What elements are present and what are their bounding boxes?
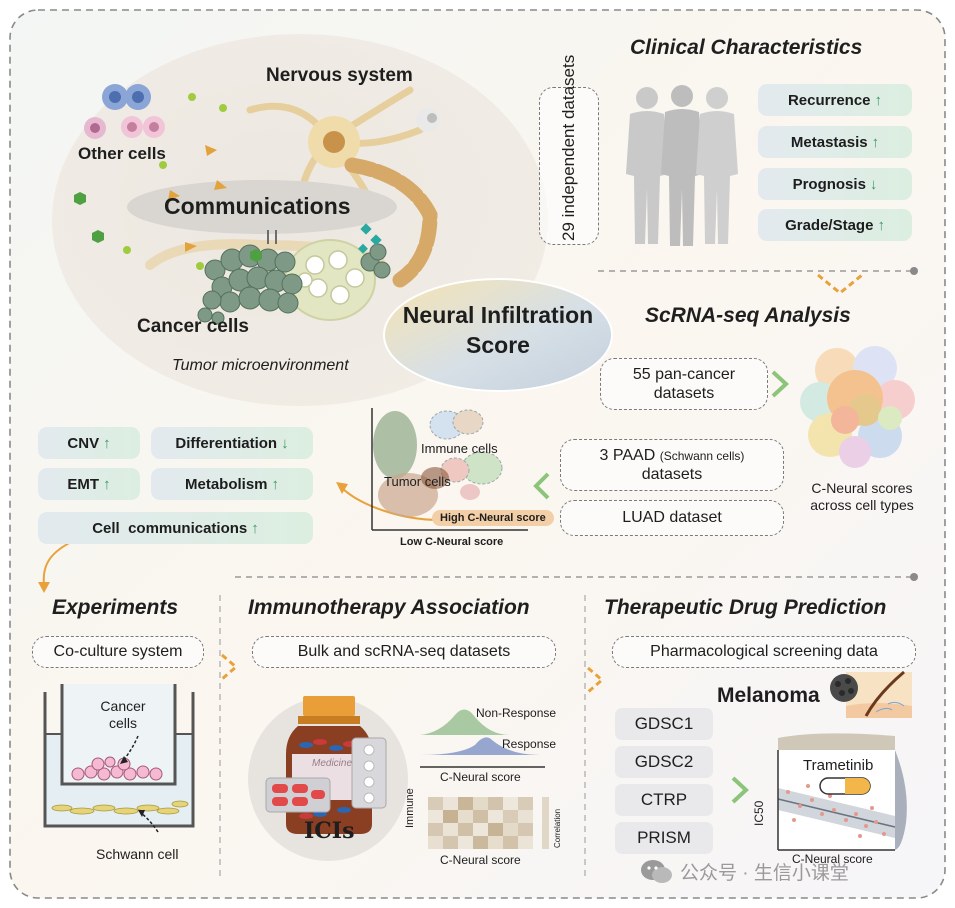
- schwann-cell-label: Schwann cell: [96, 846, 179, 862]
- human-figures-icon: [626, 85, 738, 246]
- drug-cneural-label: C-Neural score: [792, 852, 873, 866]
- watermark-text: 公众号 · 生信小课堂: [680, 863, 849, 884]
- medicine-label: Medicine: [312, 758, 353, 769]
- cell-type-bubbles-icon: [800, 346, 915, 468]
- up-arrow-icon: ↑: [103, 434, 111, 452]
- pharmacological-label: Pharmacological screening data: [650, 643, 878, 661]
- db-gdsc2: GDSC2: [615, 746, 713, 778]
- db-gdsc1: GDSC1: [615, 708, 713, 740]
- nonresponse-label: Non-Response: [476, 706, 557, 720]
- up-arrow-icon: ↑: [103, 475, 111, 493]
- up-arrow-icon: ↑: [871, 133, 880, 151]
- umap-plot: [371, 408, 528, 531]
- feature-label: Cell communications: [92, 519, 248, 537]
- paad-sub-label: (Schwann cells): [659, 448, 745, 463]
- immuno-title: Immunotherapy Association: [248, 596, 530, 619]
- transwell-icon: [43, 684, 195, 833]
- experiments-title: Experiments: [52, 596, 179, 619]
- other-cells-icon: [84, 84, 165, 139]
- db-ctrp: CTRP: [615, 784, 713, 816]
- cancer-cell-cluster-icon: [197, 243, 391, 325]
- neuron-icon: [246, 86, 440, 288]
- cneural-axis-label-2: C-Neural score: [440, 853, 521, 867]
- wechat-icon: [641, 860, 672, 883]
- icis-drug-icon: [248, 696, 408, 861]
- bulk-scrna-label: Bulk and scRNA-seq datasets: [297, 643, 511, 661]
- up-arrow-icon: ↑: [877, 216, 885, 234]
- experiment-cancer-cells-label: Cancer cells: [100, 698, 146, 731]
- cell-scores-label: C-Neural scores across cell types: [810, 480, 914, 513]
- communications-label: Communications: [164, 193, 351, 219]
- clinical-item-label: Grade/Stage: [785, 216, 874, 234]
- down-arrow-icon: ↓: [869, 175, 878, 193]
- nervous-system-label: Nervous system: [266, 65, 413, 86]
- up-arrow-icon: ↑: [251, 519, 259, 537]
- ic50-axis-label: IC50: [752, 800, 766, 826]
- melanoma-label: Melanoma: [717, 684, 820, 707]
- immune-axis-label: Immune: [404, 788, 416, 828]
- tumor-microenvironment-label: Tumor microenvironment: [172, 357, 349, 374]
- feature-label: Metabolism: [184, 475, 268, 493]
- clinical-item-label: Metastasis: [790, 133, 868, 151]
- cneural-axis-label-1: C-Neural score: [440, 770, 521, 784]
- immune-cells-label: Immune cells: [421, 441, 498, 456]
- correlation-heatmap: [428, 797, 549, 849]
- pharmacological-box: Pharmacological screening data: [612, 636, 916, 668]
- trametinib-label: Trametinib: [803, 757, 874, 774]
- scrna-title: ScRNA-seq Analysis: [645, 304, 851, 327]
- low-score-label: Low C-Neural score: [400, 536, 504, 548]
- correlation-legend-label: Correlation: [553, 808, 562, 848]
- bulk-scrna-box: Bulk and scRNA-seq datasets: [252, 636, 556, 668]
- clinical-title: Clinical Characteristics: [630, 36, 863, 59]
- center-title: Neural Infiltration Score: [380, 300, 616, 360]
- drug-title: Therapeutic Drug Prediction: [604, 596, 887, 619]
- clinical-item-label: Prognosis: [792, 175, 866, 193]
- tumor-microenvironment-illustration: [74, 84, 440, 325]
- icis-label: ICIs: [304, 818, 355, 844]
- feature-cell-communications: Cell communications↑: [38, 512, 313, 544]
- paad-main-label: 3 PAAD: [599, 446, 656, 464]
- clinical-item-recurrence: Recurrence↑: [758, 84, 912, 116]
- pan-cancer-label: 55 pan-cancer datasets: [632, 365, 736, 402]
- ic50-scatter-plot: [777, 733, 907, 851]
- clinical-item-grade-stage: Grade/Stage↑: [758, 209, 912, 241]
- down-arrow-icon: ↓: [281, 434, 289, 452]
- pan-cancer-box: 55 pan-cancer datasets: [600, 358, 768, 410]
- luad-label: LUAD dataset: [622, 509, 722, 527]
- cancer-cells-label: Cancer cells: [137, 316, 249, 337]
- center-title-line1: Neural Infiltration: [402, 302, 594, 328]
- feature-cnv: CNV↑: [38, 427, 140, 459]
- feature-label: CNV: [67, 434, 100, 452]
- db-prism: PRISM: [615, 822, 713, 854]
- feature-metabolism: Metabolism↑: [151, 468, 313, 500]
- up-arrow-icon: ↑: [874, 91, 883, 109]
- datasets-29-label: 29 independent datasets: [559, 54, 578, 241]
- other-cells-label: Other cells: [78, 144, 166, 163]
- luad-box: LUAD dataset: [560, 500, 784, 536]
- datasets-29-box: 29 independent datasets: [539, 54, 599, 245]
- neural-infiltration-score-ellipse: [383, 278, 613, 392]
- feature-emt: EMT↑: [38, 468, 140, 500]
- feature-label: Differentiation: [175, 434, 278, 452]
- high-score-badge: High C-Neural score: [432, 510, 554, 526]
- tumor-cells-label: Tumor cells: [384, 474, 451, 489]
- paad-box: 3 PAAD (Schwann cells) datasets: [560, 439, 784, 491]
- response-label: Response: [502, 737, 557, 751]
- paad-tail-label: datasets: [641, 466, 703, 483]
- feature-label: EMT: [67, 475, 100, 493]
- clinical-item-prognosis: Prognosis↓: [758, 168, 912, 200]
- co-culture-box: Co-culture system: [32, 636, 204, 668]
- feature-differentiation: Differentiation↓: [151, 427, 313, 459]
- clinical-item-metastasis: Metastasis↑: [758, 126, 912, 158]
- up-arrow-icon: ↑: [271, 475, 280, 493]
- center-title-line2: Score: [466, 332, 530, 358]
- co-culture-label: Co-culture system: [53, 643, 183, 661]
- response-density-plot: [420, 709, 545, 768]
- clinical-item-label: Recurrence: [787, 91, 871, 109]
- melanoma-skin-icon: [830, 670, 912, 718]
